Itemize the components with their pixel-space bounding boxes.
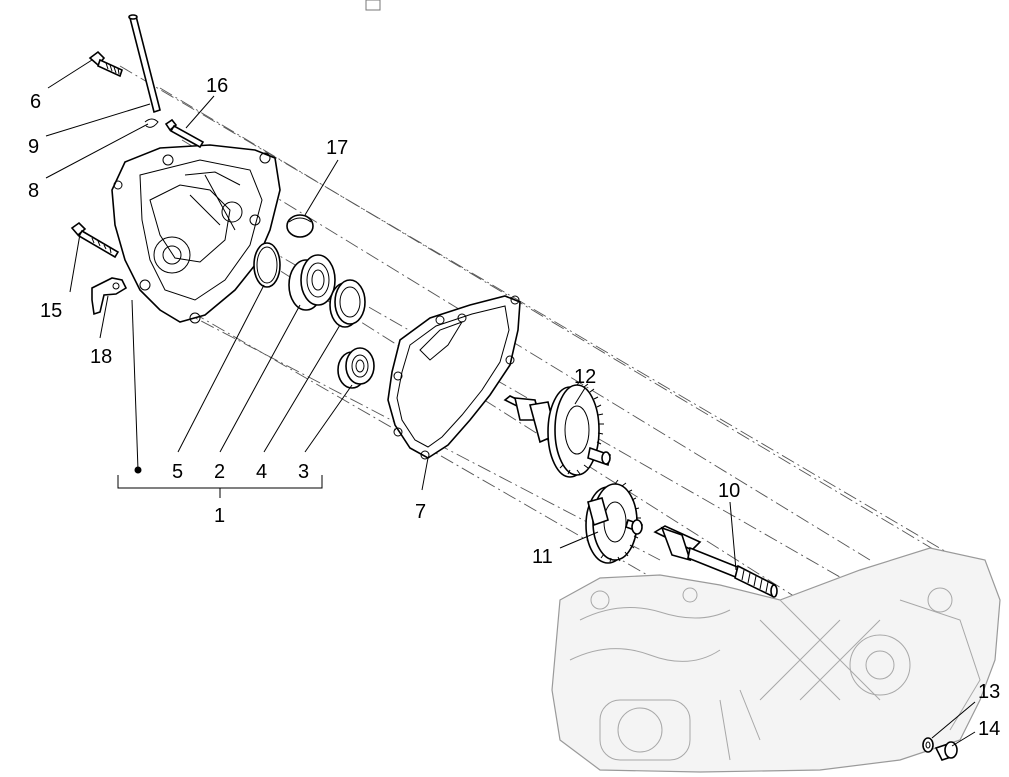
- callout-1: 1: [214, 505, 225, 527]
- callout-6: 6: [30, 91, 41, 113]
- callout-2: 2: [214, 461, 225, 483]
- plug-part-14: [934, 741, 958, 761]
- gear-shaft-part-12: [503, 380, 611, 478]
- transmission-cover: [111, 144, 281, 324]
- washer-part-13: [922, 737, 934, 753]
- callout-labels: 6 9 8 16 17 15 18 5 2 4 3 1 7 12 11 10 1…: [28, 75, 1000, 740]
- callout-9: 9: [28, 136, 39, 158]
- callout-17: 17: [326, 137, 348, 159]
- gasket-part-7: [387, 295, 521, 460]
- stud-part-16: [164, 118, 205, 149]
- bullet-dot: [134, 466, 142, 474]
- gear-part-11: [585, 479, 643, 564]
- callout-3: 3: [298, 461, 309, 483]
- callout-14: 14: [978, 718, 1000, 740]
- callout-4: 4: [256, 461, 267, 483]
- circlip-part-5: [253, 242, 281, 288]
- callout-12: 12: [574, 366, 596, 388]
- callout-15: 15: [40, 300, 62, 322]
- callout-18: 18: [90, 346, 112, 368]
- bearing-part-3: [337, 347, 375, 389]
- callout-11: 11: [532, 546, 553, 568]
- callout-13: 13: [978, 681, 1000, 703]
- callout-5: 5: [172, 461, 183, 483]
- callout-8: 8: [28, 180, 39, 202]
- callout-7: 7: [415, 501, 426, 523]
- page-marker-box: [365, 0, 381, 11]
- leader-lines: [45, 59, 976, 747]
- bolt-part-6: [88, 50, 123, 78]
- bearing-part-2: [288, 254, 336, 311]
- clip-part-8: [144, 118, 159, 128]
- bracket-part-18: [91, 277, 128, 316]
- callout-16: 16: [206, 75, 228, 97]
- shaft-part-10: [653, 525, 778, 598]
- callout-10: 10: [718, 480, 740, 502]
- rod-part-9: [128, 14, 161, 114]
- seal-part-4: [329, 279, 366, 328]
- cap-part-17: [286, 214, 314, 238]
- crankcase-background: [551, 547, 1001, 773]
